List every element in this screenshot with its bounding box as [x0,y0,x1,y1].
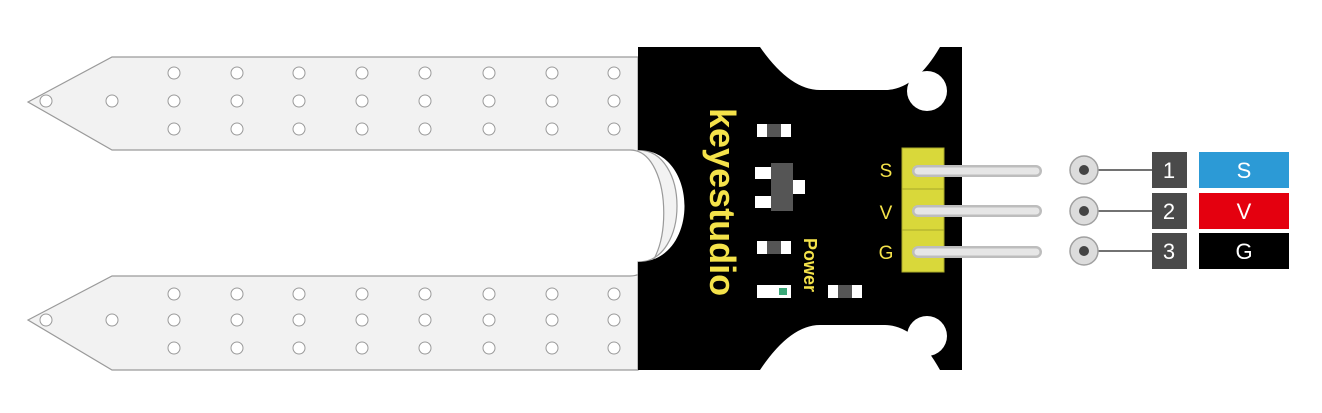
probe-hole [545,122,559,136]
probe-hole [355,66,369,80]
pin-1-number-box [1152,152,1187,188]
probe-hole [105,313,119,327]
probe-hole [545,94,559,108]
pin-1-name-box [1199,152,1289,188]
probe-hole [355,94,369,108]
pin-1-name: S [1237,158,1252,183]
probe-hole [355,287,369,301]
pcb-board [638,47,962,370]
board-pin-label-g: G [879,243,894,264]
probe-hole [418,287,432,301]
brand-logo: keyestudio [702,108,743,296]
pin-2-name: V [1237,199,1252,224]
probe-hole [167,94,181,108]
pin-3-number-box [1152,233,1187,269]
probe-hole [355,122,369,136]
pin-2-number: 2 [1163,199,1175,224]
probe-hole [418,66,432,80]
probe-hole [167,313,181,327]
pinout-row-2: 2 V [1069,193,1289,229]
board-pin-label-s: S [880,161,893,182]
probe-hole [167,122,181,136]
probe-hole [230,66,244,80]
probe-hole [482,313,496,327]
resistor-r3 [828,285,862,298]
probe-hole [482,287,496,301]
probe-hole [167,341,181,355]
probe-hole [230,122,244,136]
pin-1-number: 1 [1163,158,1175,183]
probe-hole [607,287,621,301]
probe-hole [292,287,306,301]
power-led [757,285,791,298]
pinout-row-3: 3 G [1069,233,1289,269]
resistor-r1 [757,124,791,137]
power-label: Power [800,238,820,292]
probe-hole [482,66,496,80]
probe-hole [39,94,53,108]
probe-hole [230,94,244,108]
probe-hole [545,341,559,355]
resistor-r2 [757,241,791,254]
probe-hole [607,66,621,80]
transistor [755,163,805,211]
probe-hole [418,341,432,355]
pinout-row-1: 1 S [1069,152,1289,188]
probe-hole [545,66,559,80]
pinout-legend: 1 S 2 V 3 G [1069,152,1289,269]
probe-fork [26,56,678,371]
probe-hole [167,287,181,301]
pin-2-name-box [1199,193,1289,229]
pin-2-number-box [1152,193,1187,229]
probe-hole [418,122,432,136]
mounting-hole-top [907,71,947,111]
probe-hole [607,122,621,136]
probe-hole [545,287,559,301]
probe-hole [482,94,496,108]
probe-hole [292,313,306,327]
probe-hole [545,313,559,327]
pin-3-name: G [1235,239,1252,264]
probe-hole [355,341,369,355]
probe-hole [607,94,621,108]
probe-hole [292,94,306,108]
probe-hole [292,341,306,355]
probe-hole [39,313,53,327]
board-pin-label-v: V [880,203,893,224]
probe-hole [482,122,496,136]
pin-3-name-box [1199,233,1289,269]
probe-hole [292,122,306,136]
probe-hole [105,94,119,108]
probe-holes [39,66,621,355]
probe-hole [167,66,181,80]
mounting-hole-bottom [907,316,947,356]
probe-hole [607,313,621,327]
probe-hole [230,313,244,327]
probe-hole [607,341,621,355]
probe-hole [230,341,244,355]
probe-hole [418,94,432,108]
pin-3-number: 3 [1163,239,1175,264]
probe-hole [418,313,432,327]
probe-hole [355,313,369,327]
probe-hole [482,341,496,355]
probe-hole [230,287,244,301]
probe-hole [292,66,306,80]
